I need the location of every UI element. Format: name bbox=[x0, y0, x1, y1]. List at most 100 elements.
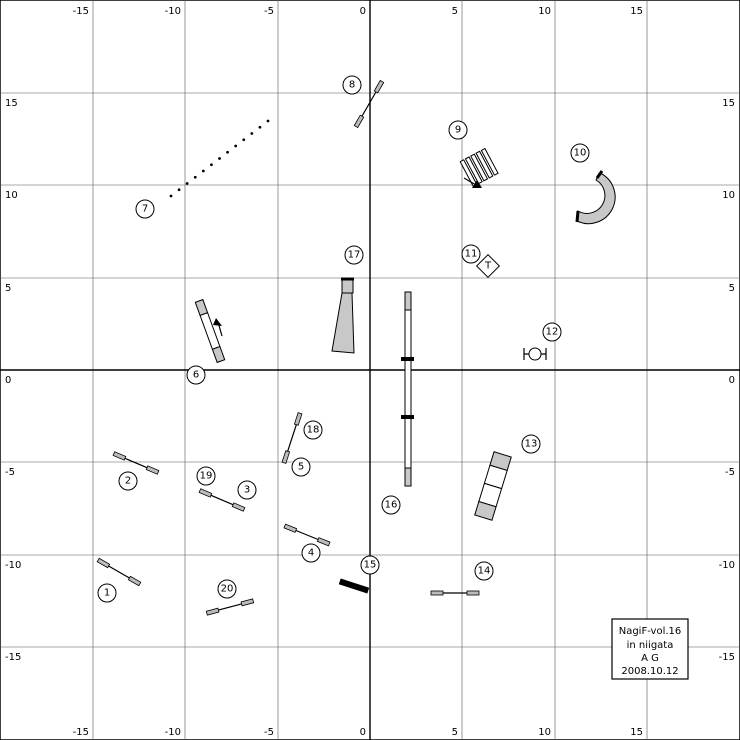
jump-4 bbox=[283, 523, 331, 547]
jump-5 bbox=[281, 412, 303, 464]
info-box-frame bbox=[611, 618, 689, 680]
tunnel-17 bbox=[331, 277, 355, 354]
number-text: 11 bbox=[465, 249, 478, 260]
number-marker-14: 14 bbox=[474, 561, 494, 581]
number-text: 2 bbox=[125, 476, 131, 487]
dot bbox=[258, 125, 262, 129]
y-tick-label: -15 bbox=[719, 652, 735, 663]
number-marker-11: 11 bbox=[461, 244, 481, 264]
y-tick-label: 5 bbox=[5, 283, 11, 294]
arrow-shaft bbox=[463, 177, 477, 186]
jump-wing bbox=[231, 502, 246, 512]
number-text: 18 bbox=[307, 425, 320, 436]
number-marker-16: 16 bbox=[381, 495, 401, 515]
number-marker-19: 19 bbox=[196, 466, 216, 486]
contact-zone bbox=[474, 500, 497, 521]
jump-wing bbox=[112, 451, 127, 461]
number-marker-5: 5 bbox=[291, 457, 311, 477]
x-tick-labels-bottom: -15 -10 -5 0 5 10 15 bbox=[73, 727, 643, 738]
y-tick-label: 5 bbox=[729, 283, 735, 294]
jump-bar bbox=[295, 529, 319, 541]
dot bbox=[266, 119, 270, 123]
x-tick-label: -15 bbox=[73, 727, 89, 738]
number-marker-3: 3 bbox=[237, 480, 257, 500]
info-title: NagiF-vol.16 bbox=[619, 626, 682, 637]
weave-pole bbox=[480, 147, 499, 176]
seesaw-end bbox=[211, 345, 226, 364]
x-tick-label: 15 bbox=[630, 727, 643, 738]
y-tick-label: 10 bbox=[5, 190, 18, 201]
number-circle bbox=[344, 245, 364, 265]
number-circle bbox=[448, 120, 468, 140]
seesaw-6 bbox=[194, 298, 226, 364]
number-marker-13: 13 bbox=[521, 434, 541, 454]
jump-2 bbox=[112, 451, 160, 475]
x-tick-label: -5 bbox=[264, 727, 274, 738]
number-text: 19 bbox=[200, 471, 213, 482]
x-tick-label: 15 bbox=[630, 6, 643, 17]
jump-8 bbox=[353, 79, 385, 129]
number-text: 10 bbox=[574, 148, 587, 159]
tunnel-mouth bbox=[341, 278, 354, 294]
x-tick-label: 10 bbox=[538, 727, 551, 738]
number-text: 15 bbox=[364, 560, 377, 571]
jump-14 bbox=[430, 590, 480, 596]
jump-1 bbox=[96, 557, 142, 587]
number-text: 13 bbox=[525, 439, 538, 450]
number-text: 7 bbox=[142, 204, 148, 215]
number-circle bbox=[118, 471, 138, 491]
number-marker-4: 4 bbox=[301, 543, 321, 563]
number-text: 5 bbox=[298, 462, 304, 473]
tire-ring bbox=[528, 347, 542, 361]
tunnel-10 bbox=[575, 170, 616, 225]
dog-walk-support bbox=[401, 415, 414, 419]
number-circle bbox=[474, 561, 494, 581]
dot bbox=[169, 194, 173, 198]
dot bbox=[218, 157, 221, 160]
number-circle bbox=[461, 244, 481, 264]
jump-wing bbox=[353, 114, 365, 129]
jump-wing bbox=[373, 79, 385, 94]
dot bbox=[234, 144, 238, 148]
y-tick-labels-right: 15 10 5 0 -5 -10 -15 bbox=[719, 98, 735, 663]
y-tick-label: 10 bbox=[722, 190, 735, 201]
contact-zone bbox=[404, 291, 412, 311]
jump-wing bbox=[466, 590, 480, 596]
info-class: A G bbox=[641, 653, 659, 664]
weave-pole bbox=[464, 156, 483, 185]
number-circle bbox=[570, 143, 590, 163]
info-date: 2008.10.12 bbox=[621, 666, 678, 677]
number-text: 3 bbox=[244, 485, 250, 496]
y-tick-label: 15 bbox=[722, 98, 735, 109]
dot bbox=[185, 182, 189, 185]
number-marker-8: 8 bbox=[342, 75, 362, 95]
number-text: 16 bbox=[385, 500, 398, 511]
info-location: in niigata bbox=[627, 640, 674, 651]
number-marker-1: 1 bbox=[97, 583, 117, 603]
x-tick-label: 5 bbox=[452, 6, 458, 17]
dog-walk-16 bbox=[401, 291, 414, 487]
weave-pole bbox=[470, 153, 489, 182]
jump-wing bbox=[430, 590, 444, 596]
x-tick-label: 0 bbox=[360, 727, 366, 738]
x-tick-label: 0 bbox=[360, 6, 366, 17]
dot bbox=[242, 138, 246, 142]
jump-bar bbox=[210, 494, 234, 506]
tunnel-opening bbox=[595, 170, 604, 179]
a-frame-13 bbox=[474, 451, 512, 521]
number-marker-12: 12 bbox=[542, 322, 562, 342]
jump-wing bbox=[205, 607, 220, 616]
jump-wing bbox=[145, 465, 160, 475]
table-diamond bbox=[475, 253, 501, 279]
dot bbox=[210, 163, 213, 167]
number-circle bbox=[237, 480, 257, 500]
number-circle bbox=[360, 555, 380, 575]
y-tick-label: 0 bbox=[729, 375, 735, 386]
dotted-line-7 bbox=[169, 119, 270, 198]
x-tick-label: 10 bbox=[538, 6, 551, 17]
jump-wing bbox=[127, 575, 142, 587]
jump-bar bbox=[124, 457, 148, 469]
dot bbox=[177, 188, 181, 192]
x-tick-labels-top: -15 -10 -5 0 5 10 15 bbox=[73, 6, 643, 17]
arrow-head bbox=[472, 180, 482, 188]
